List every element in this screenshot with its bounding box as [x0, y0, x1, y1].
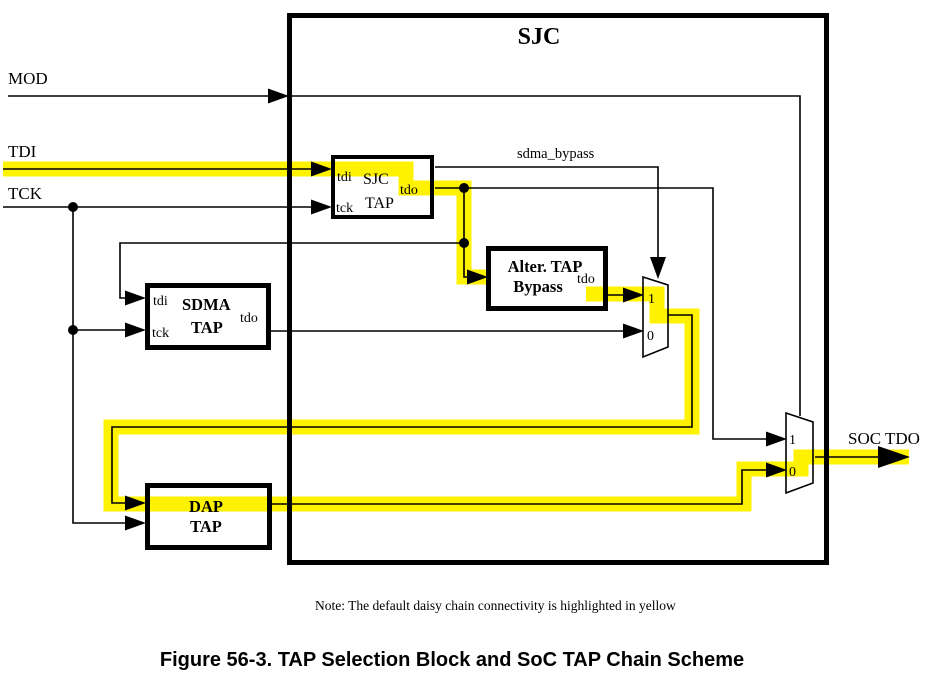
mux2-input1-arrowhead: [766, 431, 787, 447]
label-layer: SJC MOD TDI TCK sdma_bypass SOC TDO tdi …: [8, 24, 920, 671]
sdma-tap-name-line2: TAP: [191, 318, 223, 337]
output-mux-input0-label: 0: [789, 465, 796, 480]
tdi-arrowhead: [311, 161, 332, 177]
dap-tap-block: [145, 483, 272, 550]
dap-out-to-mux2-wire: [271, 469, 770, 505]
alter-tap-bypass-tdo-port-label: tdo: [577, 272, 595, 287]
output-mux-input1-label: 1: [789, 433, 796, 448]
sdma-tck-arrowhead: [125, 322, 146, 338]
tck-sdma-junction-dot: [68, 325, 78, 335]
sdma-tap-tck-port-label: tck: [152, 326, 169, 341]
tck-junction-dot: [68, 202, 78, 212]
mod-wire: [8, 95, 801, 416]
alter-tap-bypass-block: [486, 246, 608, 311]
tap-select-mux-input1-label: 1: [648, 292, 655, 307]
mux1-input1-arrowhead: [623, 287, 644, 303]
sdma-tap-tdo-port-label: tdo: [240, 311, 258, 326]
wire-layer: [3, 95, 885, 524]
mod-arrowhead: [268, 88, 289, 104]
mod-label: MOD: [8, 69, 48, 88]
sjc-tap-tdi-port-label: tdi: [337, 170, 352, 185]
sjc-tap-tck-port-label: tck: [336, 201, 353, 216]
alter-tap-bypass-name-line1: Alter. TAP: [508, 257, 583, 276]
dap-tdi-arrowhead: [125, 495, 146, 511]
mux1-out-to-dap-wire: [111, 314, 693, 504]
sjc-tdo-junction-dot: [459, 183, 469, 193]
mux2-input0-arrowhead: [766, 462, 787, 478]
sdma-tap-name-line1: SDMA: [182, 295, 231, 314]
sjc-tap-block: [331, 155, 434, 219]
tck-branch-wire: [72, 207, 130, 524]
alter-tap-bypass-name-line2: Bypass: [513, 277, 563, 296]
highlight-layer: [3, 161, 909, 512]
soc-tdo-label: SOC TDO: [848, 429, 920, 448]
sdma-tap-tdi-port-label: tdi: [153, 294, 168, 309]
mux1-select-arrowhead: [650, 257, 666, 279]
output-mux: [785, 411, 814, 495]
sdma-bypass-wire: [435, 166, 659, 262]
figure-note: Note: The default daisy chain connectivi…: [315, 598, 676, 613]
sdma-tap-block: [145, 283, 271, 350]
sdma-tdi-arrowhead: [125, 290, 146, 306]
tck-label: TCK: [8, 184, 43, 203]
mux1-input0-arrowhead: [623, 323, 644, 339]
sjc-tap-name-line1: SJC: [363, 171, 389, 188]
dap-tck-arrowhead: [125, 515, 146, 531]
soc-tdo-arrowhead: [878, 446, 910, 468]
figure-caption: Figure 56-3. TAP Selection Block and SoC…: [160, 649, 744, 671]
tap-select-mux-input0-label: 0: [647, 329, 654, 344]
tdi-label: TDI: [8, 142, 37, 161]
tck-arrowhead: [311, 199, 332, 215]
sjc-tap-name-line2: TAP: [365, 195, 394, 212]
sjc-tap-tdo-port-label: tdo: [400, 183, 418, 198]
block-layer: [145, 13, 829, 565]
sjc-title-label: SJC: [518, 24, 561, 50]
arrowhead-layer: [125, 88, 910, 531]
sdma-bypass-label: sdma_bypass: [517, 146, 595, 162]
tap-select-mux: [642, 275, 669, 359]
dap-tap-name-line2: TAP: [190, 517, 222, 536]
sjc-boundary-box: [287, 13, 829, 565]
sjc-tdo-to-mux2-wire: [435, 187, 770, 440]
bypass-in-arrowhead: [467, 269, 488, 285]
junction-layer: [68, 183, 469, 335]
sdma-feed-junction-dot: [459, 238, 469, 248]
dap-tap-name-line1: DAP: [189, 497, 223, 516]
